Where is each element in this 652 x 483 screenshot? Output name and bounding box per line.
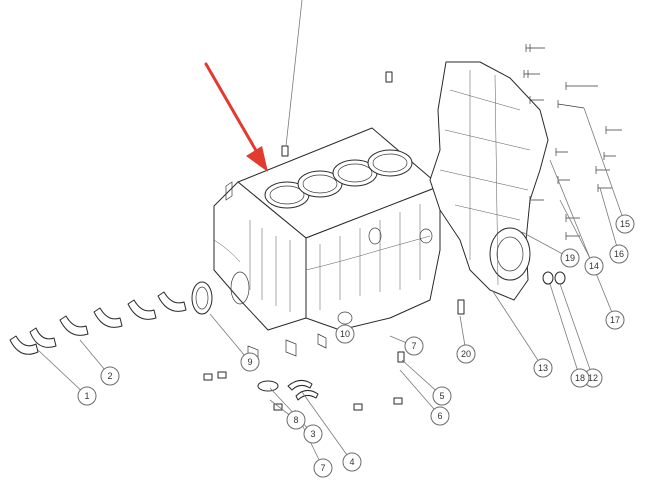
svg-text:3: 3: [310, 429, 315, 439]
callout-18: 18: [570, 368, 590, 388]
svg-text:13: 13: [538, 363, 548, 373]
callout-17: 17: [605, 310, 625, 330]
timing-cover: [429, 61, 549, 301]
svg-text:4: 4: [349, 457, 354, 467]
callout-3: 3: [303, 424, 323, 444]
svg-text:14: 14: [589, 261, 599, 271]
small-parts: [203, 71, 566, 411]
callout-15: 15: [615, 214, 635, 234]
callout-14: 14: [584, 256, 604, 276]
callout-6: 6: [430, 406, 450, 426]
svg-text:15: 15: [620, 219, 630, 229]
cover-bolts: [523, 44, 622, 240]
callout-10: 10: [335, 324, 355, 344]
svg-text:1: 1: [84, 391, 89, 401]
svg-text:7: 7: [411, 341, 416, 351]
svg-text:19: 19: [565, 253, 575, 263]
svg-text:18: 18: [575, 373, 585, 383]
callout-1: 1: [77, 386, 97, 406]
svg-text:7: 7: [320, 463, 325, 473]
svg-text:8: 8: [293, 415, 298, 425]
callout-13: 13: [533, 358, 553, 378]
callout-20: 20: [456, 344, 476, 364]
highlight-arrow: [204, 62, 268, 172]
bearing-shells: [9, 291, 187, 355]
rear-seal: [191, 281, 213, 315]
callout-5: 5: [432, 386, 452, 406]
svg-text:10: 10: [340, 329, 350, 339]
engine-block: [213, 127, 441, 363]
callout-9: 9: [240, 352, 260, 372]
callout-2: 2: [100, 366, 120, 386]
callout-19: 19: [560, 248, 580, 268]
callout-8: 8: [286, 410, 306, 430]
callout-7-upper: 7: [404, 336, 424, 356]
svg-text:20: 20: [461, 349, 471, 359]
svg-text:6: 6: [437, 411, 442, 421]
svg-text:5: 5: [439, 391, 444, 401]
svg-text:12: 12: [588, 373, 598, 383]
callout-7-lower: 7: [313, 458, 333, 478]
svg-text:17: 17: [610, 315, 620, 325]
callouts: 1 2 3 4 5 6 7 7 8 9 10 12 13 14 15 16 17…: [77, 214, 635, 478]
callout-4: 4: [342, 452, 362, 472]
callout-16: 16: [609, 244, 629, 264]
svg-text:9: 9: [247, 357, 252, 367]
svg-text:2: 2: [107, 371, 112, 381]
svg-text:16: 16: [614, 249, 624, 259]
